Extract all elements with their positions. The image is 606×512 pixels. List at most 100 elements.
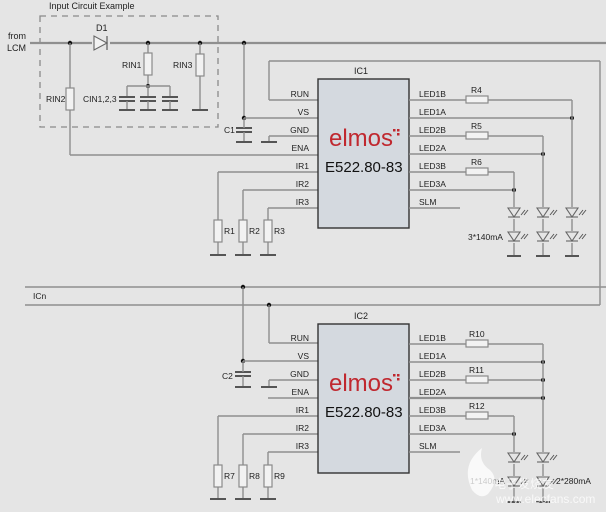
resistor-r5 [465, 131, 489, 140]
led-icon [506, 231, 529, 243]
icn-label: ICn [33, 291, 47, 301]
ic2-pin-led1a: LED1A [419, 351, 446, 361]
r9-label: R9 [274, 471, 285, 481]
r3-label: R3 [274, 226, 285, 236]
led-icon [535, 231, 558, 243]
led-icon [535, 476, 558, 488]
watermark-url: www.elecfans.com [495, 492, 595, 506]
rin3-label: RIN3 [173, 60, 193, 70]
ic1-pin-vs: VS [298, 107, 310, 117]
resistor-rin2 [65, 87, 75, 111]
ic2-pin-ir2: IR2 [296, 423, 310, 433]
ic2-name: IC2 [354, 311, 368, 321]
watermark-logo-icon [467, 448, 495, 497]
input-circuit-title: Input Circuit Example [49, 1, 135, 11]
r10-label: R10 [469, 329, 485, 339]
ic2-pin-led1b: LED1B [419, 333, 446, 343]
ic1-led-array [506, 207, 587, 243]
resistor-r1 [213, 219, 223, 243]
resistor-r8 [238, 464, 248, 488]
ic2-led-array [506, 452, 558, 488]
ic1-pin-ir3: IR3 [296, 197, 310, 207]
ic2-pin-led2a: LED2A [419, 387, 446, 397]
ic2-brand-logo: elmos [329, 370, 393, 397]
resistor-rin1 [143, 52, 153, 76]
input-circuit-frame [39, 15, 219, 128]
led-icon [535, 207, 558, 219]
ic1-pin-run: RUN [291, 89, 309, 99]
ic1-name: IC1 [354, 66, 368, 76]
icn-bus: ICn [25, 284, 606, 308]
resistor-r9 [263, 464, 273, 488]
watermark-cn: 电子发烧友 [494, 476, 554, 491]
ic1-chip [317, 78, 410, 229]
input-circuit: Input Circuit Example from LCM D1 RIN2 R… [7, 1, 606, 156]
ic1-pin-led2b: LED2B [419, 125, 446, 135]
led-icon [564, 231, 587, 243]
resistor-r6 [465, 167, 489, 176]
ic2-block: C2 R7 R8 R9 IC2 elmos E522.80-83 RUN VS … [210, 287, 591, 503]
ic2-pin-run: RUN [291, 333, 309, 343]
led-icon [506, 207, 529, 219]
led-icon [506, 452, 529, 464]
r12-label: R12 [469, 401, 485, 411]
led-icon [535, 452, 558, 464]
r5-label: R5 [471, 121, 482, 131]
resistor-r7 [213, 464, 223, 488]
r7-label: R7 [224, 471, 235, 481]
ic2-led-current-right: 2*280mA [556, 476, 591, 486]
resistor-r4 [465, 95, 489, 104]
ic1-pin-led3a: LED3A [419, 179, 446, 189]
diode-d1: D1 [92, 23, 110, 51]
c1-label: C1 [224, 125, 235, 135]
ic1-pin-ir2: IR2 [296, 179, 310, 189]
d1-label: D1 [96, 23, 108, 33]
cin-label: CIN1,2,3 [83, 94, 117, 104]
r11-label: R11 [469, 365, 484, 375]
ic2-pin-ir1: IR1 [296, 405, 310, 415]
r6-label: R6 [471, 157, 482, 167]
ic2-pin-led3b: LED3B [419, 405, 446, 415]
ic1-pin-led2a: LED2A [419, 143, 446, 153]
c2-label: C2 [222, 371, 233, 381]
rin2-label: RIN2 [46, 94, 66, 104]
ic1-led-current: 3*140mA [468, 232, 503, 242]
ic2-pin-led3a: LED3A [419, 423, 446, 433]
ic1-pin-slm: SLM [419, 197, 436, 207]
watermark: 电子发烧友 www.elecfans.com [467, 448, 595, 506]
lcm-label: LCM [7, 43, 26, 53]
ic1-brand-logo: elmos [329, 125, 393, 152]
ic1-pin-ir1: IR1 [296, 161, 310, 171]
resistor-r2 [238, 219, 248, 243]
capacitors-cin [119, 86, 178, 111]
resistor-r10 [465, 339, 489, 348]
ic1-pin-led3b: LED3B [419, 161, 446, 171]
ic2-pin-slm: SLM [419, 441, 436, 451]
led-icon [564, 207, 587, 219]
resistor-r3 [263, 219, 273, 243]
resistor-rin3 [195, 53, 205, 77]
from-label: from [8, 31, 26, 41]
ic1-pin-led1a: LED1A [419, 107, 446, 117]
ic1-pin-ena: ENA [292, 143, 310, 153]
r1-label: R1 [224, 226, 235, 236]
rin1-label: RIN1 [122, 60, 142, 70]
ic2-pin-ir3: IR3 [296, 441, 310, 451]
ic1-part-number: E522.80-83 [325, 159, 403, 176]
led-icon [506, 476, 529, 488]
ic1-pin-led1b: LED1B [419, 89, 446, 99]
ic1-block: C1 R1 R2 R3 IC1 elmos E522.80-83 [210, 43, 601, 305]
r4-label: R4 [471, 85, 482, 95]
ic2-pin-ena: ENA [292, 387, 310, 397]
r2-label: R2 [249, 226, 260, 236]
ic2-pin-gnd: GND [290, 369, 309, 379]
resistor-r11 [465, 375, 489, 384]
ic1-pin-gnd: GND [290, 125, 309, 135]
ic2-part-number: E522.80-83 [325, 404, 403, 421]
ic2-pin-vs: VS [298, 351, 310, 361]
ic2-pin-led2b: LED2B [419, 369, 446, 379]
resistor-r12 [465, 411, 489, 420]
r8-label: R8 [249, 471, 260, 481]
ic2-chip [317, 323, 410, 474]
